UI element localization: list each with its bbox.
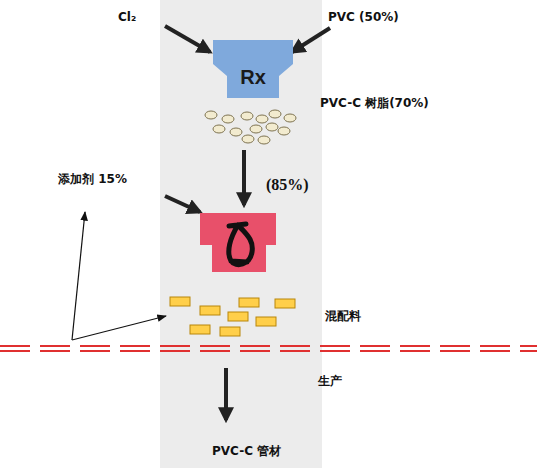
resin-pellets (205, 110, 296, 144)
background-band (160, 0, 322, 468)
process-label: PVC-C 管材 (212, 444, 281, 458)
feed-arrow (165, 26, 210, 52)
leader-line (72, 212, 85, 340)
stage-divider (0, 345, 537, 347)
process-label: 生产 (318, 374, 342, 388)
feed-arrow (165, 196, 200, 212)
process-label: (85%) (266, 175, 309, 194)
reactor-box: Rx (213, 40, 293, 98)
node-label: Rx (213, 66, 293, 89)
process-label: PVC (50%) (328, 10, 399, 24)
mixer-box (200, 213, 276, 272)
process-label: 添加剂 15% (58, 172, 127, 186)
stage-divider (0, 350, 537, 352)
compound-granules (170, 297, 295, 336)
leader-line (72, 316, 166, 340)
flow-arrow (224, 368, 228, 420)
feed-arrow (292, 28, 330, 52)
flow-arrow (242, 150, 246, 205)
process-label: PVC-C 树脂(70%) (320, 96, 429, 110)
process-label: Cl₂ (118, 10, 136, 24)
mixer-symbol (229, 224, 253, 265)
process-label: 混配料 (325, 309, 361, 323)
